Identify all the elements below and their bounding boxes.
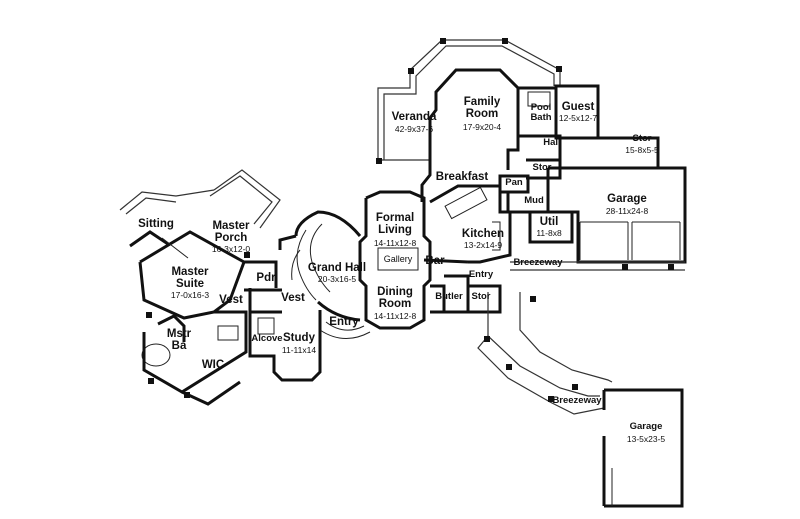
guest-label: Guest <box>561 101 595 113</box>
garage-main-label: Garage <box>607 193 647 205</box>
master-wing-walls <box>119 169 281 406</box>
formal-living-size: 14-11x12-8 <box>373 238 417 248</box>
master-porch-size: 16-3x12-0 <box>211 244 251 254</box>
entry-main-label: Entry <box>329 316 359 328</box>
study-walls <box>248 310 322 382</box>
util-size: 11-8x8 <box>536 228 562 238</box>
entry-walls <box>319 321 371 339</box>
master-suite-size: 17-0x16-3 <box>170 290 210 300</box>
bar-label: Bar <box>425 255 445 267</box>
garage-main-size: 28-11x24-8 <box>605 206 649 216</box>
garage-small-size: 13-5x23-5 <box>626 434 666 444</box>
butler-label: Butler <box>435 291 463 302</box>
core-rooms-walls <box>358 190 502 330</box>
wic-label: WIC <box>201 359 225 371</box>
study-label: Study <box>283 332 315 344</box>
pdr-label: Pdr <box>256 272 276 284</box>
stor-a-size: 15-8x5-5 <box>625 145 659 155</box>
kitchen-size: 13-2x14-9 <box>463 240 503 250</box>
stor-a-label: Stor <box>632 133 652 144</box>
breezeway-bottom-outline <box>477 292 613 415</box>
veranda-label: Veranda <box>391 111 437 123</box>
garage-small-label: Garage <box>629 421 663 432</box>
grand-hall-label: Grand Hall <box>307 262 367 274</box>
veranda-size: 42-9x37-6 <box>394 124 434 134</box>
vest-walls <box>244 260 282 312</box>
grand-hall-size: 20-3x16-5 <box>317 274 357 284</box>
kitchen-label: Kitchen <box>461 228 505 240</box>
pan-label: Pan <box>505 177 523 188</box>
breezeway-bottom-label: Breezeway <box>552 395 602 406</box>
breezeway-top-label: Breezeway <box>513 257 563 268</box>
mud-label: Mud <box>524 195 544 206</box>
family-room-size: 17-9x20-4 <box>462 122 502 132</box>
stor-c-label: Stor <box>471 291 491 302</box>
grand-hall-walls <box>278 210 362 322</box>
vest-right-label: Vest <box>281 292 305 304</box>
family-room-walls <box>420 68 520 202</box>
hall-label: Hall <box>543 137 561 148</box>
sitting-label: Sitting <box>138 218 174 230</box>
entry-kitchen-label: Entry <box>468 269 494 280</box>
breakfast-label: Breakfast <box>435 171 489 183</box>
dining-room-size: 14-11x12-8 <box>373 311 417 321</box>
porch-posts <box>146 38 674 402</box>
alcove-label: Alcove <box>251 333 283 344</box>
breezeway-top <box>510 261 685 271</box>
veranda-outline <box>377 39 561 161</box>
stor-b-label: Stor <box>532 162 552 173</box>
kitchen-walls <box>429 184 512 264</box>
small-garage-walls <box>602 388 684 508</box>
study-size: 11-11x14 <box>281 345 317 355</box>
guest-size: 12-5x12-7 <box>558 113 598 123</box>
gallery-label: Gallery <box>383 254 413 264</box>
util-label: Util <box>539 216 559 228</box>
vest-left-label: Vest <box>219 294 243 306</box>
